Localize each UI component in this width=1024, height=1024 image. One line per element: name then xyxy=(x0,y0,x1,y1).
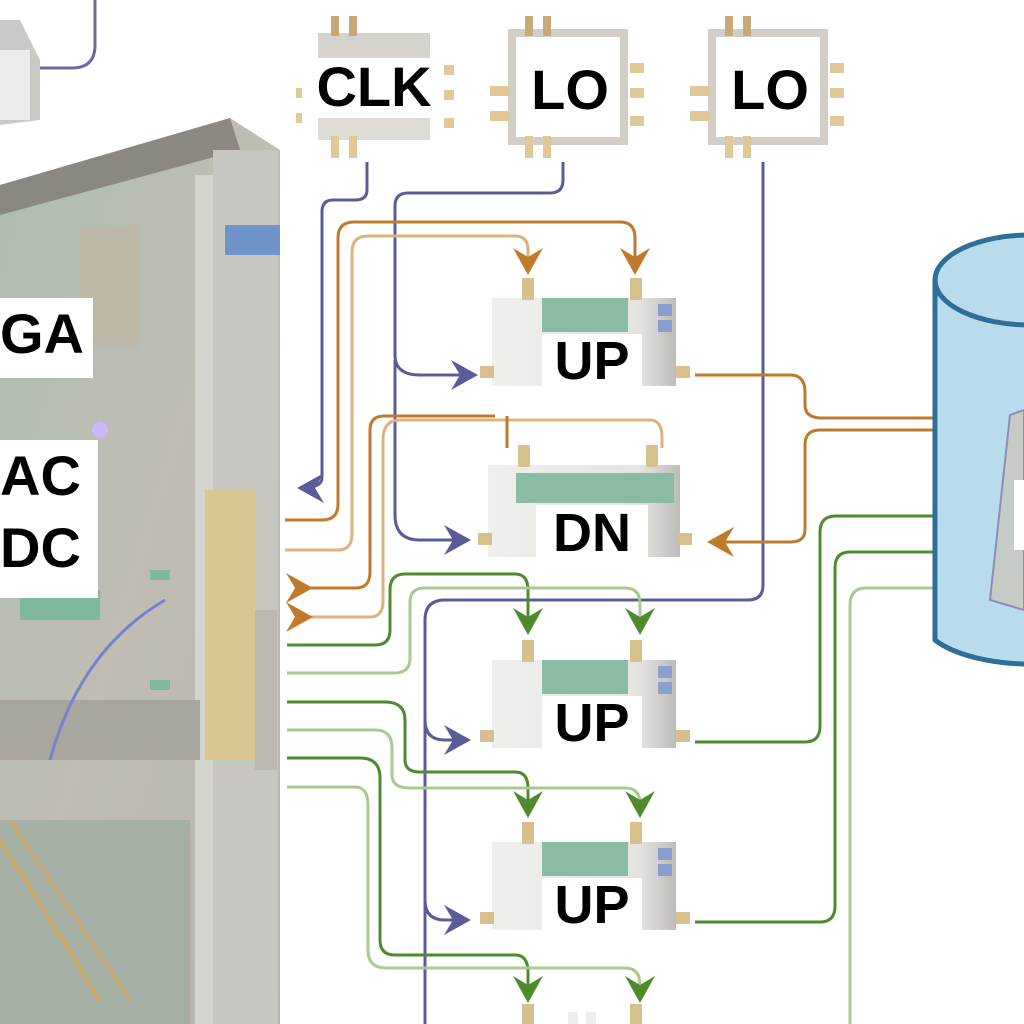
lo-module-1-body xyxy=(490,16,644,158)
control-lines xyxy=(287,501,993,1024)
fpga-label: GA xyxy=(0,298,93,378)
mixer-up-4-body xyxy=(522,1004,642,1024)
clock-lo-lines xyxy=(297,162,765,1024)
cryostat xyxy=(932,232,1024,667)
mixer-up-2-label: UP xyxy=(542,696,642,750)
mixer-up-3-label: UP xyxy=(542,878,642,932)
lo-label-1: LO xyxy=(520,58,620,122)
sma-connector-column xyxy=(205,490,277,770)
clk-label: CLK xyxy=(306,58,442,116)
lo-label-2: LO xyxy=(720,58,820,122)
mixer-dn-1: DN xyxy=(478,445,698,560)
mixer-up-1: UP xyxy=(478,278,698,388)
dac-label: AC xyxy=(0,440,98,520)
clk-module: CLK xyxy=(296,8,461,158)
mixer-up-4-partial xyxy=(478,1004,698,1024)
lo-module-2-body xyxy=(690,16,844,158)
mixer-up-2: UP xyxy=(478,640,698,750)
mixer-dn-1-label: DN xyxy=(536,505,648,560)
mixer-up-1-label: UP xyxy=(542,334,642,388)
clk-module-body xyxy=(296,16,454,158)
lo-module-2: LO xyxy=(690,8,860,158)
lo-module-1: LO xyxy=(490,8,660,158)
top-left-device xyxy=(0,0,97,125)
mixer-up-3: UP xyxy=(478,822,698,932)
adc-label: DC xyxy=(0,512,98,598)
readout-lines xyxy=(285,220,1013,632)
